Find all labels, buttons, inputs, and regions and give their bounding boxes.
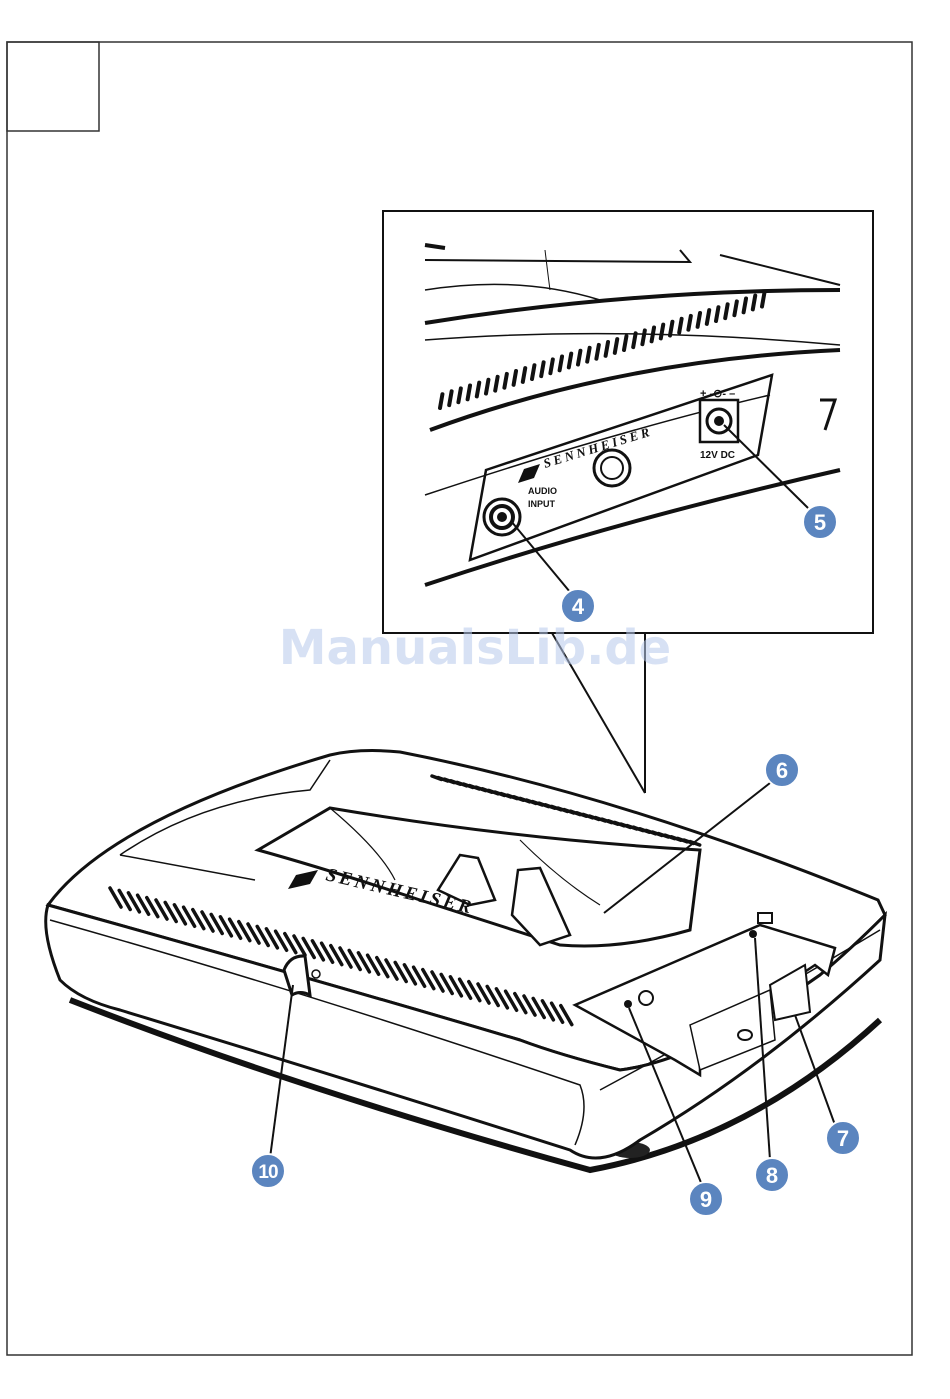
vent-slot bbox=[550, 359, 552, 373]
vent-slot bbox=[596, 345, 598, 359]
audio-input-jack bbox=[484, 499, 520, 535]
svg-text:8: 8 bbox=[766, 1163, 778, 1188]
dc-power-jack bbox=[700, 400, 738, 442]
vent-slot bbox=[624, 336, 626, 350]
vent-slot bbox=[633, 333, 635, 347]
vent-slot bbox=[532, 365, 534, 379]
vent-slot bbox=[541, 362, 543, 376]
callout-4: 4 bbox=[561, 589, 595, 623]
svg-text:4: 4 bbox=[572, 594, 585, 619]
vent-slot bbox=[587, 348, 589, 362]
vent-slot bbox=[477, 383, 479, 397]
vent-slot bbox=[569, 354, 571, 368]
callout-8: 8 bbox=[755, 1158, 789, 1192]
vent-slot bbox=[753, 296, 755, 310]
vent-slot bbox=[707, 310, 709, 324]
svg-text:9: 9 bbox=[700, 1187, 712, 1212]
polarity-label: + -⊙- – bbox=[700, 388, 735, 400]
vent-slot bbox=[734, 301, 736, 315]
vent-slot bbox=[606, 342, 608, 356]
callout-6: 6 bbox=[765, 753, 799, 787]
svg-text:6: 6 bbox=[776, 758, 788, 783]
vent-slot bbox=[449, 391, 451, 405]
led-8 bbox=[749, 930, 757, 938]
vent-slot bbox=[560, 357, 562, 371]
callout-7: 7 bbox=[826, 1121, 860, 1155]
vent-slot bbox=[698, 313, 700, 327]
vent-slot bbox=[578, 351, 580, 365]
audio-label-line1: AUDIO bbox=[528, 486, 557, 496]
vent-slot bbox=[504, 374, 506, 388]
vent-slot bbox=[725, 304, 727, 318]
vent-slot bbox=[688, 316, 690, 330]
svg-text:7: 7 bbox=[837, 1126, 849, 1151]
corner-tab bbox=[7, 42, 99, 131]
vent-slot bbox=[716, 307, 718, 321]
vent-slot bbox=[440, 394, 442, 408]
vent-slot bbox=[679, 319, 681, 333]
callout-10: 10 bbox=[251, 1154, 285, 1188]
vent-slot bbox=[744, 299, 746, 313]
vent-slot bbox=[486, 380, 488, 394]
dc-label: 12V DC bbox=[700, 450, 735, 461]
svg-text:10: 10 bbox=[258, 1162, 278, 1183]
mid-jack bbox=[594, 450, 630, 486]
vent-slot bbox=[670, 322, 672, 336]
callout-9: 9 bbox=[689, 1182, 723, 1216]
vent-slot bbox=[495, 377, 497, 391]
vent-slot bbox=[523, 368, 525, 382]
inset-detail: AUDIO INPUT SENNHEISER + -⊙- – 12V DC bbox=[383, 211, 873, 633]
led-9 bbox=[624, 1000, 632, 1008]
vent-slot bbox=[514, 371, 516, 385]
svg-text:5: 5 bbox=[814, 510, 826, 535]
callout-5: 5 bbox=[803, 505, 837, 539]
vent-slot bbox=[642, 330, 644, 344]
transmitter-device: SENNHEISER bbox=[46, 751, 885, 1170]
vent-slot bbox=[762, 293, 764, 307]
vent-slot bbox=[458, 388, 460, 402]
vent-slot bbox=[661, 325, 663, 339]
audio-label-line2: INPUT bbox=[528, 499, 556, 509]
watermark: ManualsLib.de bbox=[279, 620, 671, 676]
vent-slot bbox=[468, 386, 470, 400]
vent-slot bbox=[615, 339, 617, 353]
